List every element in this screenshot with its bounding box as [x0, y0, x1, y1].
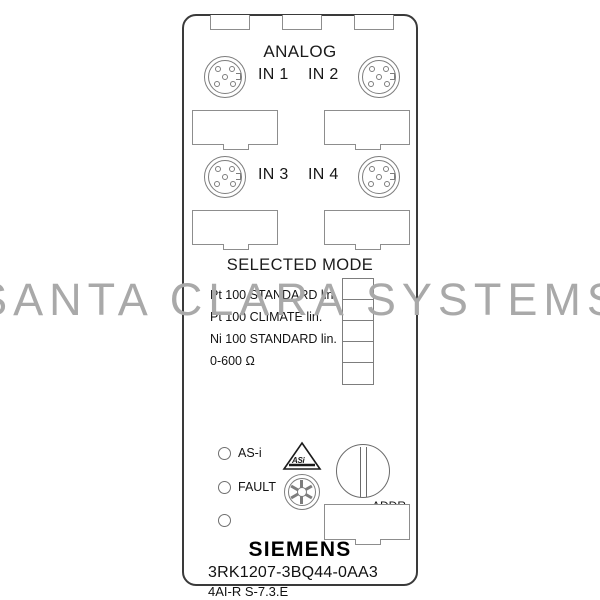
screw-outer-circle: [284, 474, 320, 510]
connector-pin: [368, 81, 374, 87]
connector-inner-ring: [362, 160, 396, 194]
connector-pin: [369, 166, 375, 172]
mode-item: Pt 100 CLIMATE lin.: [210, 310, 323, 324]
mode-checkbox: [343, 363, 373, 384]
terminal-foot: [355, 539, 381, 545]
mode-checkbox-column: [342, 278, 374, 385]
screwdriver-slot: [360, 447, 367, 497]
mode-checkbox: [343, 342, 373, 363]
connector-label-in2: IN 2: [308, 66, 339, 83]
terminal-block: [192, 110, 278, 150]
connector-pin: [384, 81, 390, 87]
connector-pin: [230, 81, 236, 87]
mounting-tab: [354, 15, 394, 30]
asi-logo-icon: ASi: [282, 440, 322, 472]
connector-pin: [376, 174, 382, 180]
terminal-foot: [355, 144, 381, 150]
connector-pin: [383, 66, 389, 72]
connector-outer-ring: [358, 156, 400, 198]
connector-pin: [369, 66, 375, 72]
connector-pin: [214, 81, 220, 87]
connector-pin: [222, 174, 228, 180]
connector-outer-ring: [358, 56, 400, 98]
connector-pin: [222, 74, 228, 80]
connector-notch: [390, 173, 395, 180]
connector-pin: [230, 181, 236, 187]
siemens-asi-analog-module: ANALOG IN 1 IN 2 IN 3: [182, 14, 418, 599]
part-number: 3RK1207-3BQ44-0AA3: [208, 564, 378, 581]
mode-checkbox: [343, 279, 373, 300]
rotary-screw-icon: [284, 474, 320, 510]
screw-inner-circle: [288, 478, 316, 506]
terminal-foot: [223, 144, 249, 150]
mode-checkbox: [343, 300, 373, 321]
connector-inner-ring: [208, 60, 242, 94]
connector-inner-ring: [362, 60, 396, 94]
connector-pin: [215, 166, 221, 172]
connector-pin: [376, 74, 382, 80]
mode-item: Pt 100 STANDARD lin.: [210, 288, 337, 302]
terminal-foot: [355, 244, 381, 250]
connector-pin: [368, 181, 374, 187]
connector-outer-ring: [204, 56, 246, 98]
led-indicator-asi: AS-i: [218, 446, 262, 460]
connector-pin: [229, 166, 235, 172]
led-lamp: [218, 514, 231, 527]
led-indicator-fault: FAULT: [218, 480, 276, 494]
connector-pin: [229, 66, 235, 72]
led-lamp: [218, 446, 231, 460]
model-code: 4AI-R S-7.3.E: [208, 584, 289, 599]
connector-pin: [215, 66, 221, 72]
mounting-tab: [210, 15, 250, 30]
asi-badge-text: ASi: [292, 456, 305, 465]
connector-notch: [236, 73, 241, 80]
mode-checkbox: [343, 321, 373, 342]
connector-outer-ring: [204, 156, 246, 198]
m12-connector-in4: [358, 156, 400, 198]
mode-item: 0-600 Ω: [210, 354, 255, 368]
connector-notch: [236, 173, 241, 180]
led-indicator-unlabeled: [218, 514, 238, 527]
connector-pin: [214, 181, 220, 187]
selected-mode-title: SELECTED MODE: [226, 256, 374, 274]
terminal-block: [324, 210, 410, 250]
connector-pin: [384, 181, 390, 187]
screw-hub: [297, 487, 307, 497]
connector-pin: [383, 166, 389, 172]
connector-label-in3: IN 3: [258, 166, 289, 183]
terminal-block: [192, 210, 278, 250]
led-label-asi: AS-i: [238, 446, 262, 460]
connector-inner-ring: [208, 160, 242, 194]
connector-label-in1: IN 1: [258, 66, 289, 83]
address-rotary-switch[interactable]: [336, 444, 390, 498]
connector-notch: [390, 73, 395, 80]
asi-triangle-shape: [282, 441, 322, 470]
mode-list: Pt 100 STANDARD lin. Pt 100 CLIMATE lin.…: [210, 284, 350, 372]
connector-label-in4: IN 4: [308, 166, 339, 183]
brand-name: SIEMENS: [248, 538, 352, 561]
addressing-port-block: [324, 504, 410, 545]
mounting-tab: [282, 15, 322, 30]
m12-connector-in1: [204, 56, 246, 98]
terminal-block: [324, 110, 410, 150]
led-label-fault: FAULT: [238, 480, 276, 494]
led-lamp: [218, 480, 231, 494]
m12-connector-in2: [358, 56, 400, 98]
mode-item: Ni 100 STANDARD lin.: [210, 332, 337, 346]
analog-section-title: ANALOG: [263, 42, 337, 61]
terminal-foot: [223, 244, 249, 250]
m12-connector-in3: [204, 156, 246, 198]
